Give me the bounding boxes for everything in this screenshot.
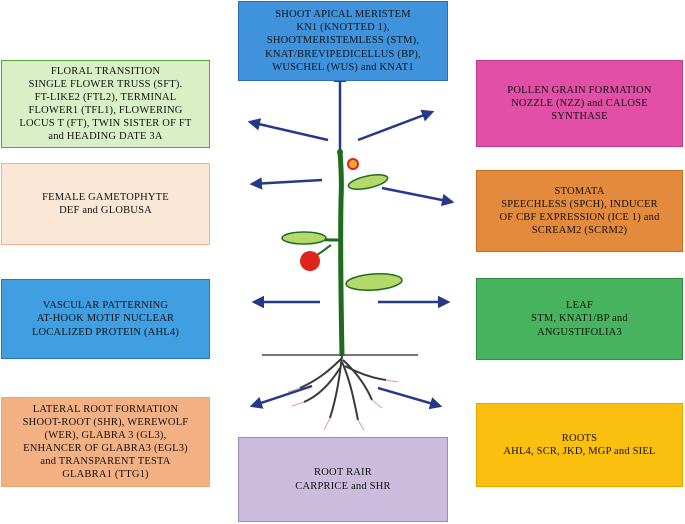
floral-transition-line-1: FLORAL TRANSITION <box>50 65 161 77</box>
stomata-line-3: OF CBF EXPRESSION (ICE 1) and <box>499 212 660 223</box>
stomata-line-1: STOMATA <box>554 185 605 197</box>
lateral-root-line-3: (WER), GLABRA 3 (GL3), <box>44 429 167 441</box>
shoot-apical-meristem-line-1: SHOOT APICAL MERISTEM <box>275 9 411 21</box>
female-gametophyte-line-2: DEF and GLOBUSA <box>59 205 152 216</box>
floral-transition-line-3: FT-LIKE2 (FTL2), TERMINAL <box>34 91 177 103</box>
pollen-grain-line-3: SYNTHASE <box>551 111 608 123</box>
leaf-upper-right <box>347 174 389 190</box>
leaf-lower-right <box>345 273 403 291</box>
leaf-line-1: LEAF <box>565 300 594 312</box>
lateral-root-line-4: ENHANCER OF GLABRA3 (EGL3) <box>23 443 188 454</box>
floral-transition-line-2: SINGLE FLOWER TRUSS (SFT). <box>28 78 183 90</box>
stomata-line-2: SPEECHLESS (SPCH), INDUCER <box>501 198 658 210</box>
roots-drawing <box>299 355 387 421</box>
lateral-root-line-2: SHOOT-ROOT (SHR), WEREWOLF <box>22 416 189 428</box>
leaf-line-3: ANGUSTIFOLIA3 <box>537 326 622 338</box>
box-female-gametophyte: FEMALE GAMETOPHYTE DEF and GLOBUSA <box>1 163 210 245</box>
lateral-root-line-5: and TRANSPARENT TESTA <box>40 456 171 468</box>
arrow-female <box>249 177 323 190</box>
root-hair-line-1: ROOT RAIR <box>314 467 372 479</box>
stomata-line-4: SCREAM2 (SCRM2) <box>531 225 628 237</box>
vascular-patterning-line-1: VASCULAR PATTERNING <box>42 300 169 312</box>
arrow-stomata <box>381 186 455 207</box>
apical-bud <box>347 158 359 170</box>
arrow-floral <box>247 118 329 142</box>
arrow-lateral <box>249 384 313 409</box>
fruit <box>300 251 320 271</box>
floral-transition-line-5: LOCUS T (FT), TWIN SISTER OF FT <box>19 118 192 130</box>
root-hair-line-2: CARPRICE and SHR <box>295 480 391 492</box>
pollen-grain-line-1: POLLEN GRAIN FORMATION <box>507 84 652 96</box>
female-gametophyte-line-1: FEMALE GAMETOPHYTE <box>42 191 169 203</box>
stem <box>337 151 345 357</box>
apical-tip <box>337 149 343 155</box>
arrow-pollen <box>357 109 435 142</box>
arrow-roots <box>377 386 443 410</box>
vascular-patterning-line-2: AT-HOOK MOTIF NUCLEAR <box>36 313 175 325</box>
lateral-root-line-6: GLABRA1 (TTG1) <box>62 469 149 481</box>
pollen-grain-line-2: NOZZLE (NZZ) and CALOSE <box>511 97 648 109</box>
shoot-apical-meristem-line-3: SHOOTMERISTEMLESS (STM), <box>266 35 420 47</box>
leaf-mid-left <box>281 231 327 245</box>
box-roots: ROOTS AHL4, SCR, JKD, MGP and SIEL <box>476 403 683 487</box>
shoot-apical-meristem-line-4: KNAT/BREVIPEDICELLUS (BP), <box>265 48 421 60</box>
roots-line-1: ROOTS <box>561 432 598 444</box>
roots-line-2: AHL4, SCR, JKD, MGP and SIEL <box>503 446 656 457</box>
shoot-apical-meristem-line-2: KN1 (KNOTTED 1), <box>296 22 390 34</box>
vascular-patterning-line-3: LOCALIZED PROTEIN (AHL4) <box>31 326 180 338</box>
floral-transition-line-4: FLOWER1 (TFL1), FLOWERING <box>28 105 183 116</box>
root-hairs <box>287 379 399 431</box>
leaf-line-2: STM, KNAT1/BP and <box>531 313 628 325</box>
arrows <box>247 69 455 410</box>
lateral-root-line-1: LATERAL ROOT FORMATION <box>32 403 179 415</box>
floral-transition-line-6: and HEADING DATE 3A <box>48 131 163 143</box>
shoot-apical-meristem-line-5: WUSCHEL (WUS) and KNAT1 <box>272 61 414 73</box>
